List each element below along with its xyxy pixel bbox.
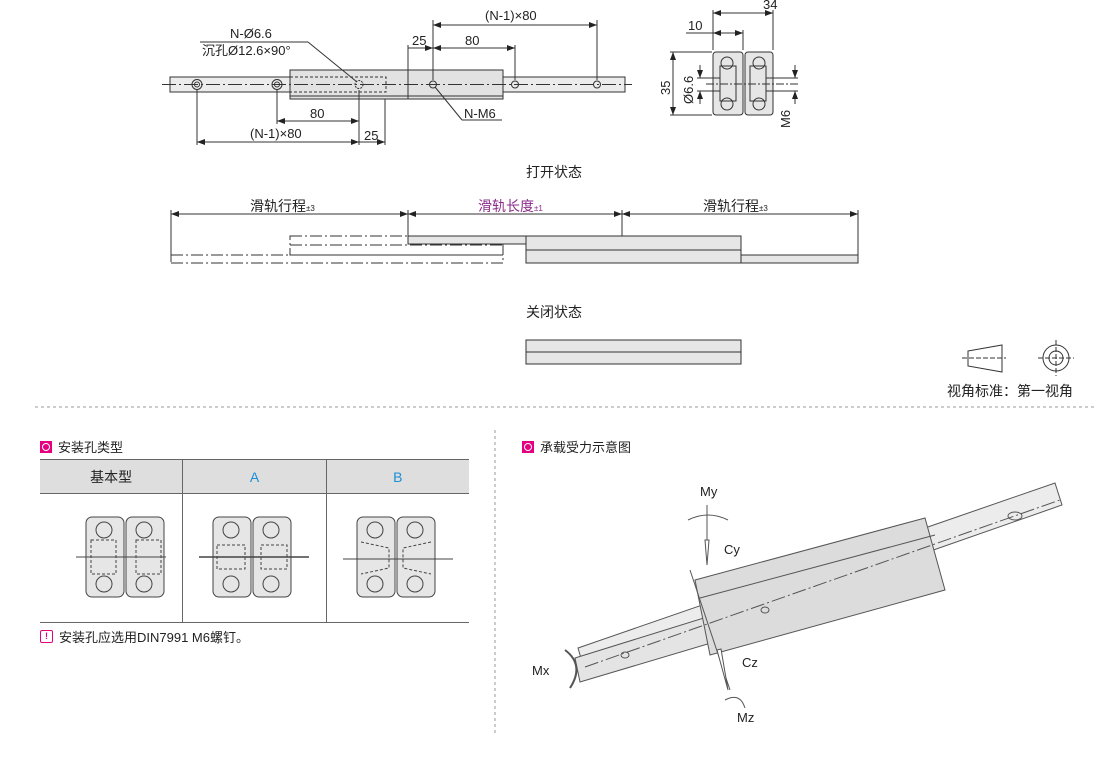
label-mx: Mx (532, 663, 550, 678)
type-b-profile-icon (342, 516, 453, 597)
cell-a (182, 493, 327, 623)
label-my: My (700, 484, 718, 499)
basic-profile-icon (76, 516, 182, 597)
dim-m6: M6 (778, 110, 793, 128)
rail-length-label: 滑轨长度±1 (478, 198, 543, 214)
label-cy: Cy (724, 542, 740, 557)
stroke-right-label: 滑轨行程±3 (703, 198, 768, 214)
dim-80-top: 80 (465, 33, 479, 48)
dim-pitch-top: (N-1)×80 (485, 8, 537, 23)
warning-icon: ! (40, 630, 53, 643)
closed-state-title: 关闭状态 (526, 304, 582, 320)
load-heading: 承载受力示意图 (522, 437, 631, 456)
section-marker-icon (40, 440, 52, 453)
thread-label: N-M6 (464, 106, 496, 121)
hole-spec-label: N-Ø6.6 (230, 26, 272, 41)
mount-types-title: 安装孔类型 (58, 440, 124, 455)
header-a: A (182, 459, 327, 494)
first-angle-projection-icon (962, 340, 1074, 376)
mount-types-heading: 安装孔类型 (40, 437, 123, 456)
label-cz: Cz (742, 655, 758, 670)
dim-35: 35 (658, 81, 673, 95)
closed-state-drawing (525, 339, 742, 365)
dim-pitch-bottom: (N-1)×80 (250, 126, 302, 141)
projection-label: 视角标准：第一视角 (947, 383, 1073, 399)
header-basic: 基本型 (40, 459, 183, 494)
dim-10: 10 (688, 18, 702, 33)
load-title: 承载受力示意图 (540, 440, 632, 455)
type-a-profile-icon (199, 516, 310, 597)
countersink-spec-label: 沉孔Ø12.6×90° (202, 43, 291, 58)
open-state-drawing (170, 210, 859, 264)
label-mz: Mz (737, 710, 754, 725)
dim-80-bottom: 80 (310, 106, 324, 121)
mount-note: ! 安装孔应选用DIN7991 M6螺钉。 (40, 627, 249, 646)
dim-34: 34 (763, 0, 777, 12)
top-view-drawing (162, 20, 632, 145)
dim-25-top: 25 (412, 33, 426, 48)
cell-b (325, 493, 469, 623)
cell-basic (40, 493, 183, 623)
dim-diameter: Ø6.6 (681, 76, 696, 104)
mount-note-text: 安装孔应选用DIN7991 M6螺钉。 (59, 630, 249, 645)
open-state-title: 打开状态 (526, 164, 582, 180)
section-marker-icon (522, 440, 534, 453)
load-diagram (564, 482, 1063, 709)
mount-types-table: 基本型 A B (40, 459, 469, 623)
side-view-drawing (670, 10, 800, 116)
header-b: B (325, 459, 469, 494)
dim-25-bottom: 25 (364, 128, 378, 143)
stroke-left-label: 滑轨行程±3 (250, 198, 315, 214)
